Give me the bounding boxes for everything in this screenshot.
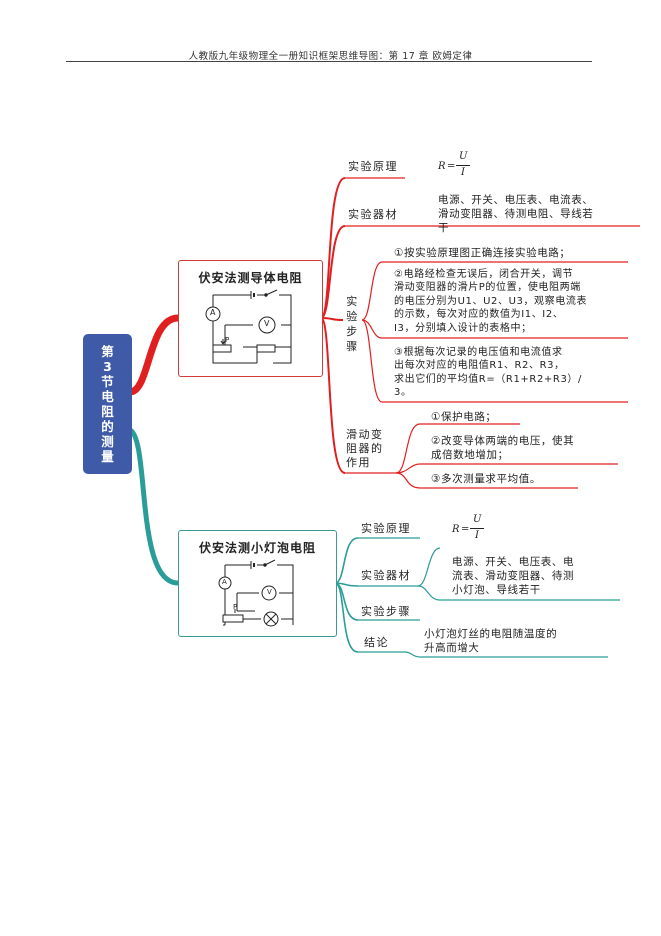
- b2-conclusion-line-1: 小灯泡灯丝的电阻随温度的: [424, 628, 558, 640]
- connector-root-branch1: [126, 314, 182, 396]
- b1-formula-num: U: [459, 151, 468, 162]
- b1-equipment-line-2: 滑动变阻器、待测电阻、导线若: [438, 208, 594, 220]
- connector-root-branch2: [127, 427, 181, 586]
- connector-b1-principle: [320, 177, 346, 319]
- root-label: 第3节电阻的测量: [101, 344, 114, 464]
- branch1-slider-label: P: [225, 336, 230, 344]
- connector-b2-conclusion: [334, 582, 359, 653]
- b1-equipment-line-1: 电源、开关、电压表、电流表、: [438, 194, 594, 206]
- b1-rheostat-item-3: ③多次测量求平均值。: [431, 473, 541, 485]
- b1-step-3-line-1: ③根据每次记录的电压值和电流值求: [394, 347, 563, 358]
- branch1-voltmeter-label: V: [264, 319, 271, 328]
- b1-rheostat-item-1: ①保护电路；: [431, 411, 497, 423]
- b2-principle-label: 实验原理: [361, 522, 411, 535]
- b1-rheostat-label-line-3: 作用: [346, 456, 371, 469]
- b2-formula-num: U: [473, 514, 482, 525]
- b1-equipment-line-3: 干: [438, 222, 450, 234]
- b1-step-2-line-5: I3，分别填入设计的表格中；: [394, 323, 532, 334]
- branch2-slider-label: P: [233, 603, 238, 611]
- branch2-node: 伏安法测小灯泡电阻 A V P: [178, 530, 337, 637]
- b2-equipment-line-1: 电源、开关、电压表、电: [452, 556, 575, 568]
- root-node: 第3节电阻的测量: [83, 334, 132, 474]
- b1-step-2-line-3: 的电压分别为U1、U2、U3，观察电流表: [394, 296, 588, 307]
- b2-equipment-line-2: 流表、滑动变阻器、待测: [452, 570, 575, 582]
- b1-rheostat-label-line-1: 滑动变: [346, 428, 384, 441]
- b1-formula-r: R: [438, 161, 446, 172]
- branch2-title: 伏安法测小灯泡电阻: [198, 541, 316, 555]
- b2-formula-bar: [470, 528, 484, 529]
- b1-formula-bar: [456, 165, 470, 166]
- header-rule: [66, 61, 592, 62]
- b1-step-1-line-1: ①按实验原理图正确连接实验电路；: [394, 247, 571, 259]
- branch1-circuit-diagram: [199, 289, 305, 369]
- b1-step-2-line-2: 滑动变阻器的滑片P的位置，使电阻两端: [394, 282, 581, 293]
- b1-rheostat-item-2-line-2: 成倍数地增加；: [431, 449, 509, 461]
- b1-step-2-line-1: ②电路经检查无误后，闭合开关，调节: [394, 269, 574, 280]
- branch1-title: 伏安法测导体电阻: [198, 271, 303, 285]
- connector-b2-principle: [334, 537, 359, 584]
- b1-equipment-label: 实验器材: [348, 208, 398, 221]
- connector-b1-rheostat: [320, 317, 346, 474]
- b2-equipment-line-3: 小灯泡、导线若干: [452, 584, 541, 596]
- connector-b2-steps: [334, 582, 359, 621]
- b2-conclusion-label: 结论: [364, 636, 389, 649]
- b2-principle-formula: R = U I: [452, 514, 492, 544]
- b1-formula-eq: =: [447, 161, 456, 172]
- branch1-node: 伏安法测导体电阻 A V P: [178, 260, 323, 377]
- b2-formula-r: R: [452, 524, 460, 535]
- connector-b1-steps: [320, 317, 344, 321]
- b2-equipment-label: 实验器材: [361, 569, 411, 582]
- b1-step-3-line-2: 出每次对应的电阻值R1、R2、R3，: [394, 360, 565, 371]
- b2-conclusion-line-2: 升高而增大: [424, 642, 480, 654]
- b2-steps-label: 实验步骤: [361, 605, 411, 618]
- b1-step-3-line-4: 3。: [394, 387, 412, 398]
- branch1-ammeter-label: A: [210, 308, 217, 317]
- b1-step-2-line-4: 的示数，每次对应的数值为I1、I2、: [394, 309, 564, 320]
- b1-principle-formula: R = U I: [438, 151, 478, 181]
- b1-formula-den: I: [461, 167, 465, 178]
- b1-principle-label: 实验原理: [348, 160, 398, 173]
- b2-formula-eq: =: [461, 524, 470, 535]
- branch2-circuit-diagram: [215, 559, 299, 631]
- b1-rheostat-item-2-line-1: ②改变导体两端的电压，使其: [431, 435, 575, 447]
- b1-steps-label: 实验步骤: [346, 295, 358, 353]
- b2-formula-den: I: [475, 530, 479, 541]
- connector-b1-equipment: [320, 225, 346, 319]
- page-header: 人教版九年级物理全一册知识框架思维导图：第 17 章 欧姆定律: [188, 51, 473, 62]
- b1-step-3-line-3: 求出它们的平均值R=（R1+R2+R3）/: [394, 374, 582, 385]
- branch2-voltmeter-label: V: [267, 588, 273, 596]
- b1-rheostat-label-line-2: 阻器的: [346, 442, 384, 455]
- branch2-ammeter-label: A: [222, 578, 228, 586]
